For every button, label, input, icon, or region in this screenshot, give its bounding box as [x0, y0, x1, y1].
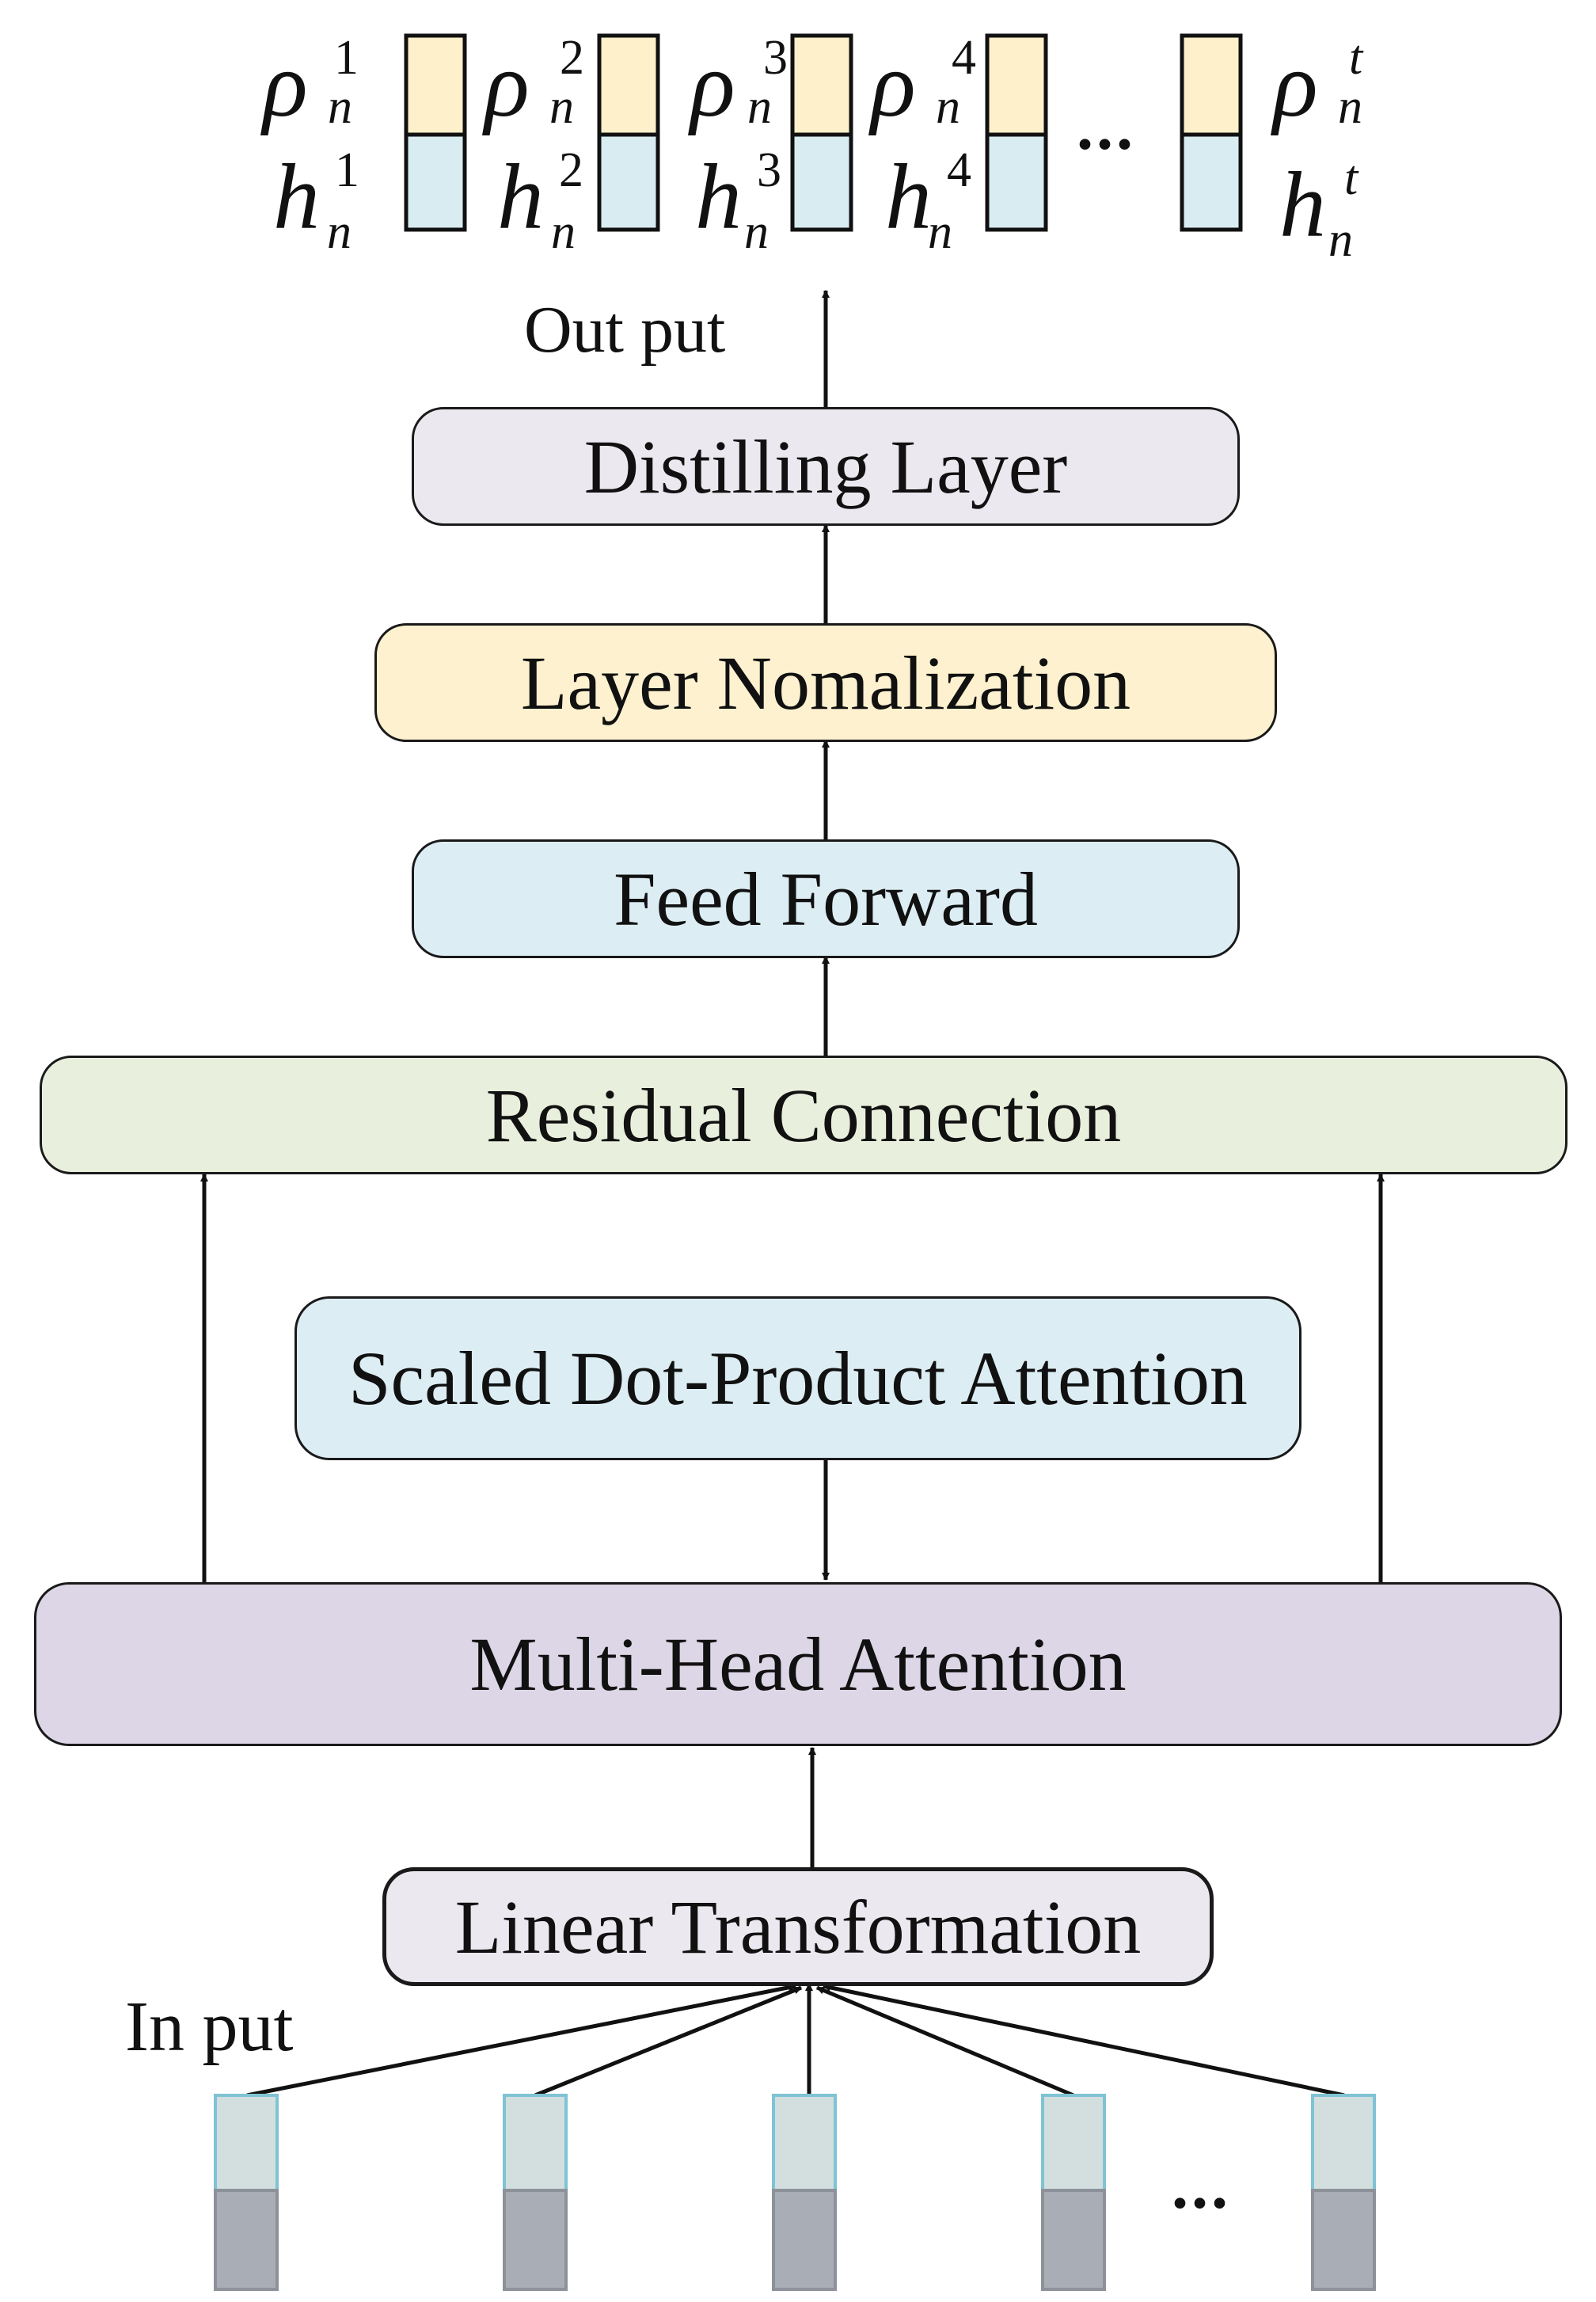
arrow-input-1 — [246, 1983, 796, 2098]
output-cell-2-rho — [597, 33, 660, 137]
scaled-dot-product-attention-box: Scaled Dot-Product Attention — [294, 1296, 1302, 1460]
h-symbol-1: h 1 n — [273, 143, 359, 259]
residual-connection-box: Residual Connection — [40, 1056, 1568, 1174]
h-symbol-t: h t n — [1279, 151, 1358, 267]
rho-symbol-4: ρ 4 n — [871, 31, 976, 136]
input-ellipsis: ... — [1172, 2149, 1231, 2223]
feed-forward-box: Feed Forward — [412, 839, 1240, 958]
input-vector-3 — [772, 2094, 837, 2291]
arrow-input-2 — [534, 1985, 802, 2098]
output-ellipsis: ... — [1077, 90, 1136, 164]
arrow-input-4 — [816, 1985, 1074, 2098]
rho-symbol-2: ρ 2 n — [484, 31, 584, 136]
output-cell-2 — [597, 33, 660, 232]
output-cell-2-h — [597, 132, 660, 232]
output-cell-3-h — [790, 132, 853, 232]
feed-forward-label: Feed Forward — [614, 856, 1038, 942]
output-cell-1 — [404, 33, 467, 232]
multi-head-attention-box: Multi-Head Attention — [34, 1582, 1562, 1746]
distilling-layer-label: Distilling Layer — [583, 424, 1068, 509]
rho-symbol-t: ρ t n — [1273, 31, 1363, 136]
input-vector-2 — [503, 2094, 568, 2291]
output-cell-t-h — [1180, 132, 1243, 232]
layer-normalization-label: Layer Nomalization — [520, 640, 1131, 725]
linear-transformation-box: Linear Transformation — [382, 1867, 1214, 1986]
output-cell-4-rho — [985, 33, 1048, 137]
input-vectors — [214, 2094, 1376, 2291]
layer-normalization-box: Layer Nomalization — [374, 623, 1277, 742]
input-label: In put — [125, 1988, 294, 2066]
output-label: Out put — [524, 293, 726, 367]
input-vector-1 — [214, 2094, 279, 2291]
scaled-dot-product-attention-label: Scaled Dot-Product Attention — [348, 1336, 1248, 1421]
output-cell-4-h — [985, 132, 1048, 232]
output-cell-t — [1180, 33, 1243, 232]
residual-connection-label: Residual Connection — [485, 1072, 1122, 1158]
rho-symbol-3: ρ 3 n — [690, 31, 788, 136]
output-cell-1-h — [404, 132, 467, 232]
multi-head-attention-label: Multi-Head Attention — [469, 1622, 1127, 1707]
arrow-input-5 — [823, 1983, 1345, 2098]
output-cell-1-rho — [404, 33, 467, 137]
h-symbol-4: h 4 n — [885, 143, 971, 259]
rho-symbol-1: ρ 1 n — [263, 31, 359, 136]
distilling-layer-box: Distilling Layer — [412, 407, 1240, 526]
output-cell-3 — [790, 33, 853, 232]
h-symbol-2: h 2 n — [497, 143, 583, 259]
output-cell-4 — [985, 33, 1048, 232]
linear-transformation-label: Linear Transformation — [454, 1884, 1142, 1969]
input-vector-4 — [1041, 2094, 1106, 2291]
input-vector-5 — [1311, 2094, 1376, 2291]
output-cells — [404, 33, 1243, 232]
h-symbol-3: h 3 n — [695, 143, 781, 259]
output-cell-t-rho — [1180, 33, 1243, 137]
